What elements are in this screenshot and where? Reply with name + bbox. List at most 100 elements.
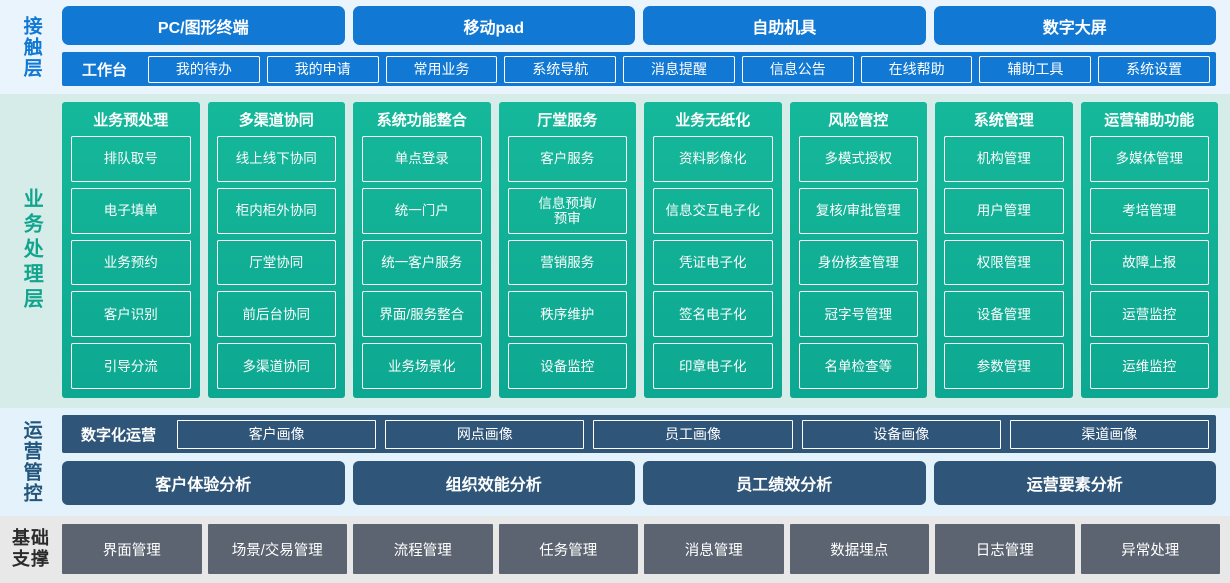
biz-item[interactable]: 印章电子化 (653, 343, 773, 389)
workbench-item-aux-tools[interactable]: 辅助工具 (979, 55, 1092, 83)
portrait-channel[interactable]: 渠道画像 (1009, 419, 1210, 449)
column-title: 多渠道协同 (238, 112, 314, 129)
biz-item[interactable]: 信息交互电子化 (653, 187, 773, 234)
biz-item[interactable]: 秩序维护 (507, 291, 627, 338)
foundation-row: 界面管理 场景/交易管理 流程管理 任务管理 消息管理 数据埋点 日志管理 异常… (62, 524, 1220, 574)
column-items: 线上线下协同 柜内柜外协同 厅堂协同 前后台协同 多渠道协同 (216, 136, 336, 389)
analysis-organization-efficiency[interactable]: 组织效能分析 (352, 461, 635, 505)
workbench-item-common-business[interactable]: 常用业务 (385, 55, 498, 83)
operations-layer-label: 运营管控 (20, 419, 42, 504)
portrait-customer[interactable]: 客户画像 (177, 419, 377, 449)
business-layer-body: 业务预处理 排队取号 电子填单 业务预约 客户识别 引导分流 多渠道协同 线上线… (62, 102, 1218, 398)
biz-item[interactable]: 统一门户 (362, 187, 482, 234)
biz-item[interactable]: 业务预约 (71, 239, 191, 286)
business-column-system-management: 系统管理 机构管理 用户管理 权限管理 设备管理 参数管理 (935, 102, 1073, 398)
workbench-item-my-todo[interactable]: 我的待办 (148, 55, 260, 83)
biz-item[interactable]: 运营监控 (1089, 291, 1209, 338)
biz-item[interactable]: 权限管理 (944, 239, 1064, 286)
analysis-employee-performance[interactable]: 员工绩效分析 (643, 461, 926, 505)
biz-item[interactable]: 凭证电子化 (653, 239, 773, 286)
business-columns: 业务预处理 排队取号 电子填单 业务预约 客户识别 引导分流 多渠道协同 线上线… (62, 102, 1218, 398)
portrait-branch[interactable]: 网点画像 (385, 419, 585, 449)
biz-item[interactable]: 电子填单 (71, 187, 191, 234)
biz-item[interactable]: 统一客户服务 (362, 239, 482, 286)
biz-item[interactable]: 名单检查等 (798, 343, 918, 389)
biz-item[interactable]: 参数管理 (944, 343, 1064, 389)
workbench-item-announcement[interactable]: 信息公告 (741, 55, 854, 83)
column-items: 多媒体管理 考培管理 故障上报 运营监控 运维监控 (1089, 136, 1209, 389)
workbench-item-system-nav[interactable]: 系统导航 (504, 55, 617, 83)
business-column-lobby-service: 厅堂服务 客户服务 信息预填/ 预审 营销服务 秩序维护 设备监控 (498, 102, 636, 398)
biz-item[interactable]: 考培管理 (1089, 187, 1209, 234)
biz-item[interactable]: 引导分流 (71, 343, 191, 389)
workbench-item-my-application[interactable]: 我的申请 (266, 55, 379, 83)
biz-item[interactable]: 冠字号管理 (798, 291, 918, 338)
analysis-customer-experience[interactable]: 客户体验分析 (62, 461, 345, 505)
operations-layer: 运营管控 数字化运营 客户画像 网点画像 员工画像 设备画像 渠道画像 客户体验… (0, 408, 1230, 516)
column-items: 排队取号 电子填单 业务预约 客户识别 引导分流 (71, 136, 191, 389)
column-title: 业务预处理 (93, 112, 169, 129)
business-column-pre-processing: 业务预处理 排队取号 电子填单 业务预约 客户识别 引导分流 (62, 102, 200, 398)
column-items: 机构管理 用户管理 权限管理 设备管理 参数管理 (944, 136, 1064, 389)
digital-operations-title: 数字化运营 (81, 426, 157, 444)
foundation-exception-handling[interactable]: 异常处理 (1080, 524, 1220, 574)
biz-item[interactable]: 单点登录 (362, 136, 482, 182)
column-title: 厅堂服务 (537, 112, 598, 129)
foundation-task-management[interactable]: 任务管理 (498, 524, 638, 574)
biz-item[interactable]: 设备监控 (507, 343, 627, 389)
column-title: 风险管控 (828, 112, 889, 129)
biz-item[interactable]: 客户服务 (507, 136, 627, 182)
business-layer-label: 业务处理层 (20, 187, 43, 313)
portrait-employee[interactable]: 员工画像 (593, 419, 793, 449)
business-column-paperless: 业务无纸化 资料影像化 信息交互电子化 凭证电子化 签名电子化 印章电子化 (644, 102, 782, 398)
terminal-digital-screen[interactable]: 数字大屏 (933, 6, 1216, 45)
analysis-operation-factors[interactable]: 运营要素分析 (933, 461, 1216, 505)
biz-item[interactable]: 前后台协同 (216, 291, 336, 338)
contact-layer-label: 接触层 (20, 15, 42, 79)
contact-layer: 接触层 PC/图形终端 移动pad 自助机具 数字大屏 工作台 我的待办 我的申… (0, 0, 1230, 94)
workbench-bar: 工作台 我的待办 我的申请 常用业务 系统导航 消息提醒 信息公告 在线帮助 辅… (62, 52, 1216, 86)
biz-item[interactable]: 业务场景化 (362, 343, 482, 389)
biz-item[interactable]: 多媒体管理 (1089, 136, 1209, 182)
biz-item[interactable]: 界面/服务整合 (362, 291, 482, 338)
biz-item[interactable]: 柜内柜外协同 (216, 187, 336, 234)
biz-item[interactable]: 排队取号 (71, 136, 191, 182)
biz-item[interactable]: 信息预填/ 预审 (507, 187, 627, 234)
biz-item[interactable]: 多渠道协同 (216, 343, 336, 389)
workbench-item-system-settings[interactable]: 系统设置 (1098, 55, 1211, 83)
workbench-item-message-alert[interactable]: 消息提醒 (623, 55, 735, 83)
column-title: 运营辅助功能 (1104, 112, 1195, 129)
biz-item[interactable]: 复核/审批管理 (798, 187, 918, 234)
contact-layer-body: PC/图形终端 移动pad 自助机具 数字大屏 工作台 我的待办 我的申请 常用… (62, 6, 1216, 88)
foundation-data-tracking[interactable]: 数据埋点 (789, 524, 929, 574)
foundation-log-management[interactable]: 日志管理 (935, 524, 1075, 574)
biz-item[interactable]: 设备管理 (944, 291, 1064, 338)
biz-item[interactable]: 资料影像化 (653, 136, 773, 182)
terminal-mobile-pad[interactable]: 移动pad (352, 6, 635, 45)
analysis-row: 客户体验分析 组织效能分析 员工绩效分析 运营要素分析 (62, 461, 1216, 505)
biz-item[interactable]: 线上线下协同 (216, 136, 336, 182)
biz-item[interactable]: 营销服务 (507, 239, 627, 286)
biz-item[interactable]: 厅堂协同 (216, 239, 336, 286)
business-column-operation-support: 运营辅助功能 多媒体管理 考培管理 故障上报 运营监控 运维监控 (1080, 102, 1218, 398)
biz-item[interactable]: 机构管理 (944, 136, 1064, 182)
biz-item[interactable]: 运维监控 (1089, 343, 1209, 389)
terminal-self-service[interactable]: 自助机具 (643, 6, 926, 45)
foundation-process-management[interactable]: 流程管理 (353, 524, 493, 574)
foundation-message-management[interactable]: 消息管理 (644, 524, 784, 574)
biz-item[interactable]: 故障上报 (1089, 239, 1209, 286)
column-items: 客户服务 信息预填/ 预审 营销服务 秩序维护 设备监控 (507, 136, 627, 389)
terminal-pc[interactable]: PC/图形终端 (62, 6, 345, 45)
foundation-layer-body: 界面管理 场景/交易管理 流程管理 任务管理 消息管理 数据埋点 日志管理 异常… (62, 524, 1220, 574)
biz-item[interactable]: 客户识别 (71, 291, 191, 338)
biz-item[interactable]: 签名电子化 (653, 291, 773, 338)
foundation-scenario-transaction-management[interactable]: 场景/交易管理 (207, 524, 347, 574)
foundation-ui-management[interactable]: 界面管理 (62, 524, 202, 574)
workbench-item-online-help[interactable]: 在线帮助 (860, 55, 973, 83)
operations-layer-body: 数字化运营 客户画像 网点画像 员工画像 设备画像 渠道画像 客户体验分析 组织… (62, 415, 1216, 508)
biz-item[interactable]: 用户管理 (944, 187, 1064, 234)
biz-item[interactable]: 多模式授权 (798, 136, 918, 182)
biz-item[interactable]: 身份核查管理 (798, 239, 918, 286)
portrait-device[interactable]: 设备画像 (801, 419, 1001, 449)
